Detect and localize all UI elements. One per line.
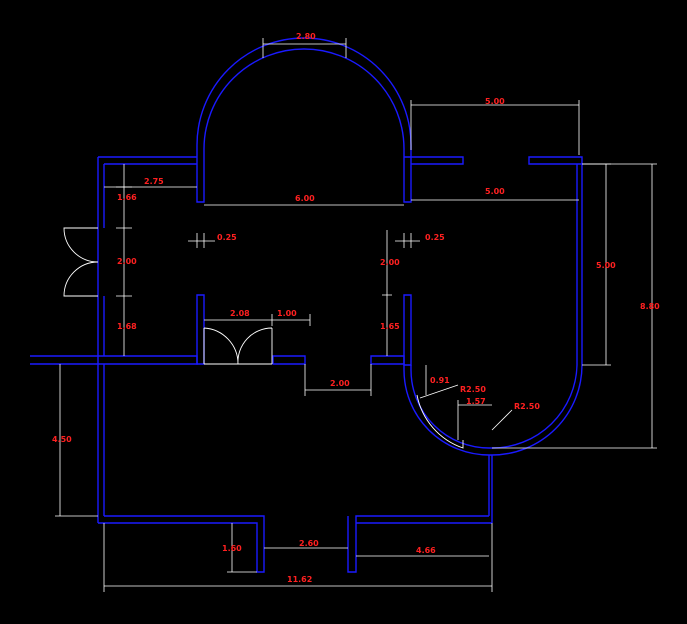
- lower-left-wall: [97, 364, 105, 523]
- dim-overall-width: 11.62: [287, 575, 312, 584]
- dimension-labels: 2.80 5.00 5.00 2.75 6.00 1.66 2.00 1.68 …: [52, 32, 660, 584]
- dim-small-horiz: 1.57: [466, 397, 486, 406]
- dim-top-arc-width: 2.80: [296, 32, 316, 41]
- right-exterior-wall: [576, 164, 583, 365]
- dim-right-v1: 2.00: [380, 258, 400, 267]
- arch-outer-wall: [196, 37, 412, 160]
- dim-left-v3: 1.68: [117, 322, 137, 331]
- middle-wall-center: [272, 355, 306, 365]
- dim-bottom-v: 1.60: [222, 544, 242, 553]
- dim-central-width: 6.00: [295, 194, 315, 203]
- dim-right-v2: 1.65: [380, 322, 400, 331]
- dim-left-upper-width: 2.75: [144, 177, 164, 186]
- dim-right-height-1: 5.00: [596, 261, 616, 270]
- rounded-bay-inner: [410, 364, 578, 449]
- dim-right-height-2: 8.80: [640, 302, 660, 311]
- dim-right-wall-thk: 0.25: [425, 233, 445, 242]
- bottom-wall-left: [98, 515, 265, 573]
- middle-wall-right: [370, 355, 405, 365]
- inner-divider-right: [403, 294, 412, 366]
- top-right-wall-stub: [404, 156, 464, 165]
- dim-radius-a: R2.50: [460, 385, 486, 394]
- doors: [63, 227, 464, 449]
- dim-small-offset: 0.91: [430, 376, 450, 385]
- middle-wall-left: [30, 355, 198, 365]
- far-right-wall-stub: [528, 156, 583, 165]
- dim-left-wall-thk: 0.25: [217, 233, 237, 242]
- dimension-lines: [55, 38, 657, 592]
- inner-right-pier: [403, 160, 412, 203]
- dim-right-top-width: 5.00: [485, 97, 505, 106]
- top-left-wall: [97, 156, 197, 364]
- dim-door-side: 1.00: [277, 309, 297, 318]
- left-door-swing: [63, 227, 99, 297]
- dim-inner-right-width: 5.00: [485, 187, 505, 196]
- dim-opening-middle: 2.00: [330, 379, 350, 388]
- double-door-swing: [203, 327, 273, 365]
- lower-right-wall: [488, 455, 493, 523]
- walls: [30, 37, 583, 573]
- dim-radius-b: R2.50: [514, 402, 540, 411]
- dim-left-v2: 2.00: [117, 257, 137, 266]
- bay-door-swing: [416, 394, 464, 449]
- inner-left-pier: [196, 160, 205, 203]
- bottom-wall-right: [347, 515, 492, 573]
- dim-left-lower-height: 4.50: [52, 435, 72, 444]
- dim-left-v1: 1.66: [117, 193, 137, 202]
- dim-door-inner-width: 2.08: [230, 309, 250, 318]
- inner-divider-left: [196, 294, 205, 365]
- dim-bottom-right: 4.66: [416, 546, 436, 555]
- arch-inner-wall: [203, 48, 405, 160]
- dim-bottom-opening: 2.60: [299, 539, 319, 548]
